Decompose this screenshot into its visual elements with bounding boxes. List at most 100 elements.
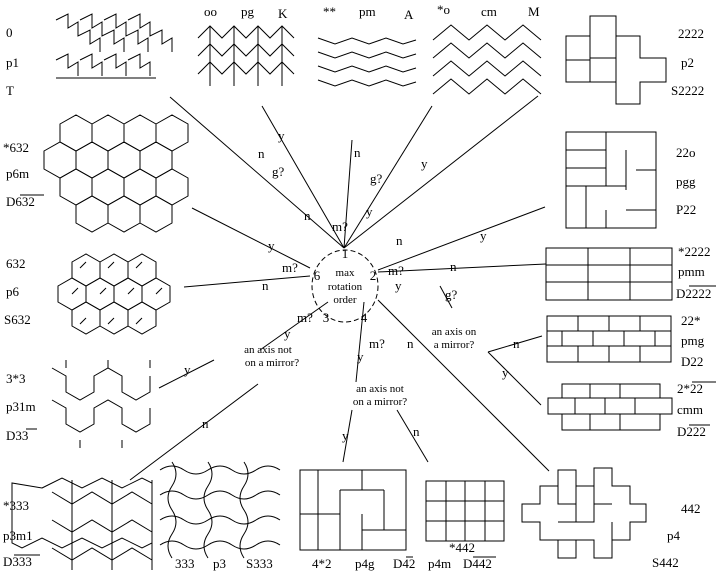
edge-label-m: m?: [369, 336, 385, 351]
p4m-iuc: p4m: [428, 556, 451, 571]
tile-p2: [565, 15, 667, 105]
edge-label-y: y: [366, 204, 373, 219]
edge-label-n: n: [304, 208, 311, 223]
edge-label-n: n: [450, 259, 457, 274]
edge-label-y: y: [268, 238, 275, 253]
center-label-rotation: rotation: [328, 281, 363, 293]
tile-pm: [317, 37, 417, 87]
pg-iuc: pg: [241, 4, 255, 19]
tile-p4g: [299, 469, 407, 551]
pm-conway: A: [404, 7, 414, 22]
question-right-line1: an axis on: [432, 326, 477, 338]
cm-conway: M: [528, 4, 540, 19]
p3m1-iuc: p3m1: [3, 528, 33, 543]
question-right-line2: a mirror?: [434, 339, 475, 351]
group-labels: 0 p1 T oo pg K ** pm A *o cm M 2222 p2 S…: [3, 2, 711, 571]
edge-to-p4: [377, 299, 550, 472]
center-label-top: 1: [342, 246, 349, 261]
edge-label-y: y: [395, 278, 402, 293]
p4g-iuc: p4g: [355, 556, 375, 571]
p3-iuc: p3: [213, 556, 226, 571]
tile-pmm: [545, 247, 673, 301]
edge-label-y: y: [357, 349, 364, 364]
edge-to-p1: [169, 96, 345, 249]
edge-label-n: n: [513, 336, 520, 351]
p2-iuc: p2: [681, 55, 694, 70]
tile-pmg: [546, 315, 672, 363]
p4-iuc: p4: [667, 528, 681, 543]
cmm-orbifold: 2*22: [677, 381, 703, 396]
pmg-conway: D22: [681, 354, 703, 369]
edge-label-m: m?: [297, 310, 313, 325]
pmg-iuc: pmg: [681, 333, 705, 348]
edge-to-p2: [343, 95, 539, 249]
edge-label-y: y: [502, 365, 509, 380]
p4m-conway: D442: [463, 556, 492, 571]
edge-label-g: g?: [272, 164, 285, 179]
p3m1-conway: D333: [3, 554, 32, 569]
edge-label-n: n: [407, 336, 414, 351]
p4-conway: S442: [652, 555, 679, 570]
p31m-conway: D33: [6, 428, 28, 443]
center-label-2: 2: [370, 268, 377, 283]
edge-label-y: y: [284, 326, 291, 341]
edge-label-n: n: [396, 233, 403, 248]
center-node: 1 max rotation order 6 2 3 4: [311, 246, 379, 325]
p3m1-orbifold: *333: [3, 498, 29, 513]
question-mid-line1: an axis not: [356, 383, 404, 395]
p2-conway: S2222: [671, 83, 704, 98]
tile-p3m1: [11, 477, 153, 570]
edge-label-n: n: [202, 416, 209, 431]
pg-orbifold: oo: [204, 4, 217, 19]
tile-pg: [197, 25, 295, 86]
p6-iuc: p6: [6, 284, 20, 299]
edge-to-pm: [343, 139, 353, 249]
edge-to-axis-right: [439, 285, 453, 309]
pm-orbifold: **: [323, 4, 336, 19]
edge-to-pg: [261, 105, 345, 249]
edge-label-m: m?: [282, 260, 298, 275]
conway-overlines: [14, 194, 716, 558]
tile-pgg: [565, 131, 657, 229]
edge-to-cmm: [487, 351, 542, 406]
tile-p4: [521, 467, 647, 559]
tile-p6: [57, 253, 171, 335]
p2-orbifold: 2222: [678, 26, 704, 41]
edge-to-p3m1: [129, 383, 259, 481]
p3-conway: S333: [246, 556, 273, 571]
cm-iuc: cm: [481, 4, 497, 19]
edge-to-p6: [183, 275, 311, 288]
p1-iuc: p1: [6, 55, 19, 70]
p4g-orbifold: 4*2: [312, 556, 332, 571]
pm-iuc: pm: [359, 4, 376, 19]
edge-to-pmg: [487, 335, 543, 353]
edge-to-pmm: [377, 263, 547, 273]
question-nodes: an axis not on a mirror? an axis on a mi…: [244, 326, 477, 408]
center-label-4: 4: [361, 310, 368, 325]
edge-label-y: y: [278, 128, 285, 143]
tile-p6m: [43, 114, 189, 233]
question-left-line2: on a mirror?: [245, 357, 299, 369]
pmg-orbifold: 22*: [681, 313, 701, 328]
p3-orbifold: 333: [175, 556, 195, 571]
cm-orbifold: *o: [437, 2, 450, 17]
pg-conway: K: [278, 6, 288, 21]
edge-label-n: n: [413, 424, 420, 439]
edge-to-axis-left: [259, 301, 329, 351]
edge-label-y: y: [184, 362, 191, 377]
edge-label-m: m?: [388, 263, 404, 278]
question-mid-line2: on a mirror?: [353, 396, 407, 408]
edge-label-g: g?: [370, 171, 383, 186]
center-label-3: 3: [323, 310, 330, 325]
edge-label-g: g?: [445, 287, 458, 302]
tile-cmm: [547, 383, 673, 431]
edge-to-p4m: [396, 409, 429, 463]
edge-labels: y g? n n m? n g? y y n y m? y n g? y m? …: [184, 128, 520, 443]
center-label-order: order: [333, 294, 357, 306]
pmm-iuc: pmm: [678, 264, 705, 279]
p31m-orbifold: 3*3: [6, 371, 26, 386]
p4g-conway: D42: [393, 556, 415, 571]
p31m-iuc: p31m: [6, 399, 36, 414]
